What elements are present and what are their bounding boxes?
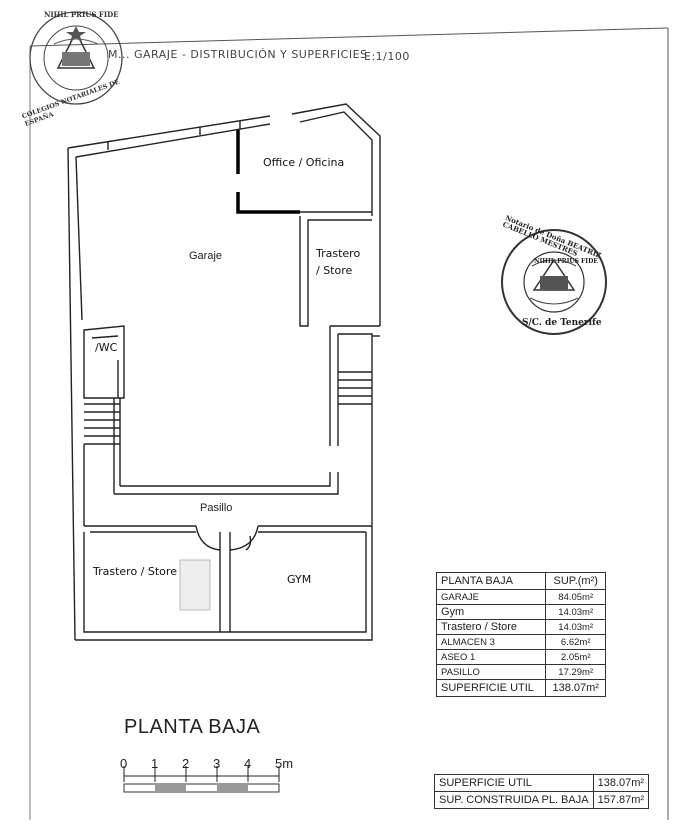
summary-row-name: SUP. CONSTRUIDA PL. BAJA xyxy=(434,791,594,809)
surface-table-total: SUPERFICIE UTIL 138.07m² xyxy=(435,679,606,697)
table-row: Gym 14.03m² xyxy=(435,604,606,620)
summary-table: SUPERFICIE UTIL 138.07m² SUP. CONSTRUIDA… xyxy=(434,774,650,809)
notary-seal-left xyxy=(29,11,123,105)
table-row: Trastero / Store 14.03m² xyxy=(435,619,606,635)
table-row: SUPERFICIE UTIL 138.07m² xyxy=(434,774,650,792)
table-row: ASEO 1 2.05m² xyxy=(435,649,606,665)
surface-row-name: ALMACEN 3 xyxy=(435,634,547,650)
surface-row-value: 17.29m² xyxy=(545,664,606,680)
plan-title: PLANTA BAJA xyxy=(124,716,261,738)
room-gym-label: GYM xyxy=(287,573,312,586)
surface-row-name: PASILLO xyxy=(435,664,547,680)
scale-bar xyxy=(123,766,280,793)
summary-row-value: 157.87m² xyxy=(592,791,650,809)
seal-left-motto: NIHIL PRIUS FIDE xyxy=(44,10,119,19)
surface-row-name: GARAJE xyxy=(435,589,547,605)
room-trastero-upper-label-2: / Store xyxy=(316,264,353,277)
scale-label-2: 2 xyxy=(182,756,190,771)
surface-row-value: 2.05m² xyxy=(545,649,606,665)
room-garaje-label: Garaje xyxy=(189,250,223,262)
surface-total-name: SUPERFICIE UTIL xyxy=(435,679,547,697)
scale-label-5: 5m xyxy=(275,756,294,771)
table-row: GARAJE 84.05m² xyxy=(435,589,606,605)
room-pasillo-label: Pasillo xyxy=(200,502,233,514)
summary-row-name: SUPERFICIE UTIL xyxy=(434,774,594,792)
surface-row-value: 6.62m² xyxy=(545,634,606,650)
surface-row-value: 14.03m² xyxy=(545,604,606,620)
scale-label-3: 3 xyxy=(213,756,221,771)
surface-table-header-value: SUP.(m²) xyxy=(545,572,606,590)
summary-row-value: 138.07m² xyxy=(592,774,650,792)
seal-right-motto: NIHIL PRIUS FIDE xyxy=(534,258,598,265)
table-row: ALMACEN 3 6.62m² xyxy=(435,634,606,650)
surface-table-header-name: PLANTA BAJA xyxy=(435,572,547,590)
surface-table: PLANTA BAJA SUP.(m²) GARAJE 84.05m² Gym … xyxy=(435,572,606,697)
scale-label-1: 1 xyxy=(151,756,159,771)
surface-row-name: Trastero / Store xyxy=(435,619,547,635)
room-trastero-lower-label: Trastero / Store xyxy=(93,565,177,578)
notary-seal-right xyxy=(501,229,607,335)
scale-label-0: 0 xyxy=(120,756,128,771)
room-trastero-upper-label-1: Trastero xyxy=(316,247,361,260)
surface-row-name: ASEO 1 xyxy=(435,649,547,665)
room-office-label: Office / Oficina xyxy=(263,156,345,169)
sheet-header: M... GARAJE - DISTRIBUCIÓN Y SUPERFICIES xyxy=(108,48,368,61)
room-wc-label: /WC xyxy=(95,341,118,354)
surface-table-header: PLANTA BAJA SUP.(m²) xyxy=(435,572,606,590)
table-row: SUP. CONSTRUIDA PL. BAJA 157.87m² xyxy=(434,791,650,809)
surface-row-value: 14.03m² xyxy=(545,619,606,635)
surface-total-value: 138.07m² xyxy=(545,679,606,697)
sheet-scale: E:1/100 xyxy=(364,50,410,63)
surface-row-value: 84.05m² xyxy=(545,589,606,605)
seal-right-bottom-text: S/C. de Tenerife xyxy=(522,318,602,328)
surface-row-name: Gym xyxy=(435,604,547,620)
scale-label-4: 4 xyxy=(244,756,252,771)
table-row: PASILLO 17.29m² xyxy=(435,664,606,680)
